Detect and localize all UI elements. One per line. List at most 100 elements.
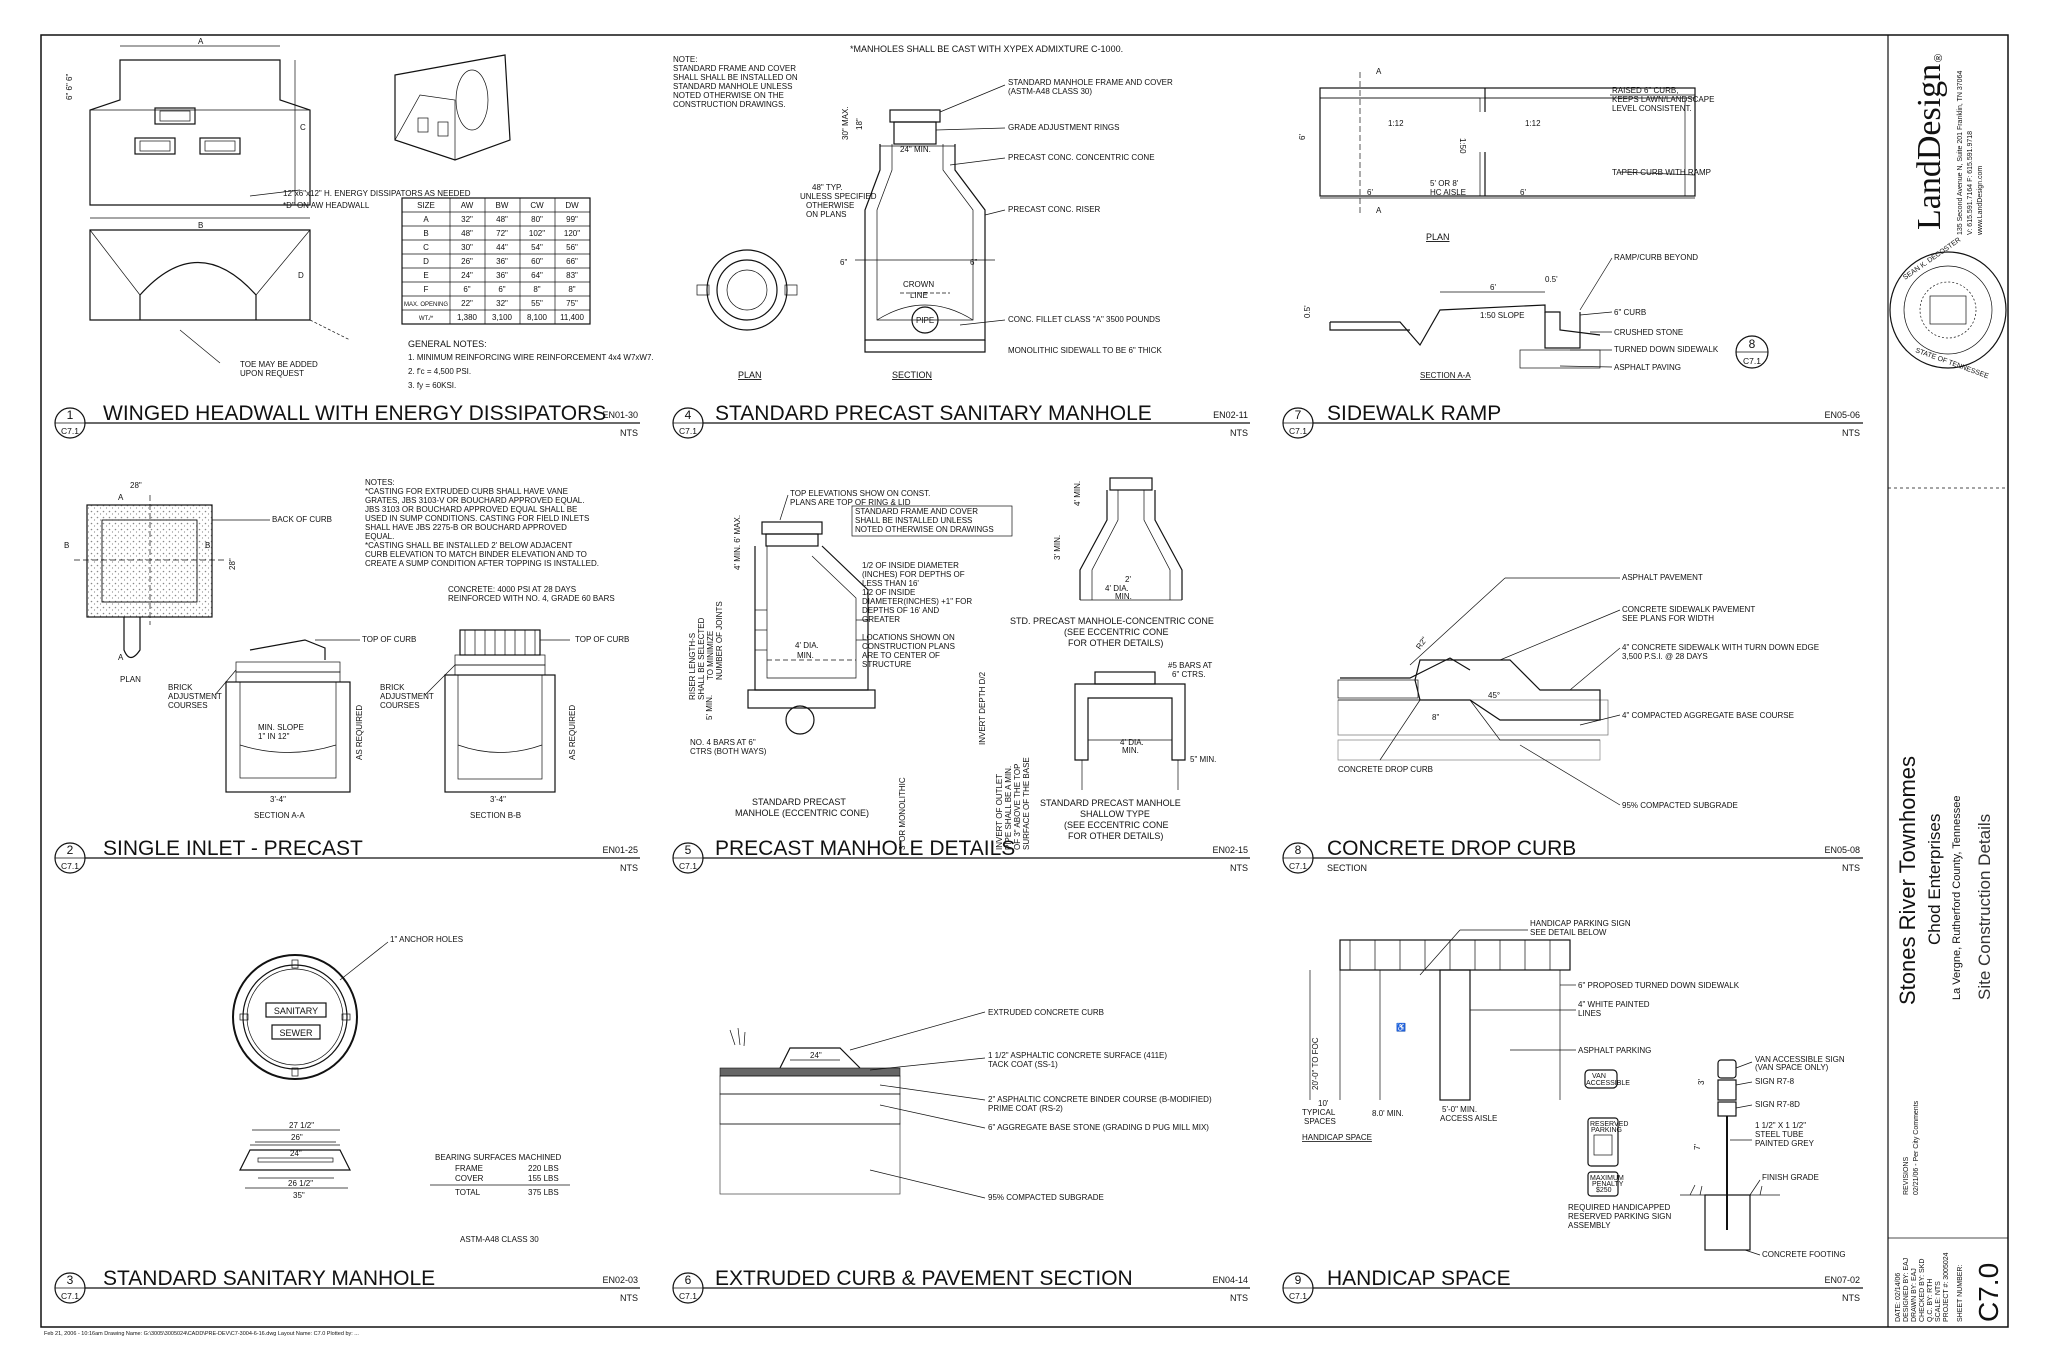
- inside-note: 1/2 OF INSIDE DIAMETER: [862, 561, 959, 570]
- typical-label: SPACES: [1304, 1117, 1336, 1126]
- table-cell: 66": [566, 257, 578, 266]
- table-cell: 36": [496, 257, 508, 266]
- table-cell: 72": [496, 229, 508, 238]
- detail-number: 6: [685, 1273, 692, 1287]
- sheet-number-label: SHEET NUMBER:: [1957, 1265, 1964, 1322]
- sheet-number: C7.0: [1973, 1263, 2004, 1322]
- shallow-label: (SEE ECCENTRIC CONE: [1064, 820, 1169, 830]
- svg-text:6': 6': [1298, 134, 1307, 140]
- min8-label: 8.0' MIN.: [1372, 1109, 1404, 1118]
- invert-outlet: OF 3" ABOVE THE TOP: [1013, 764, 1022, 850]
- van-sign: VAN: [1592, 1073, 1606, 1080]
- frame-box: SHALL BE INSTALLED UNLESS: [855, 516, 972, 525]
- svg-text:30" MAX.: 30" MAX.: [841, 106, 850, 140]
- table-cell: 32": [496, 299, 508, 308]
- detail-title: STANDARD PRECAST SANITARY MANHOLE: [715, 402, 1152, 425]
- hc-label: VAN ACCESSIBLE SIGN: [1755, 1055, 1845, 1064]
- svg-text:6': 6': [1367, 188, 1373, 197]
- table-cell: WT./*: [419, 316, 434, 322]
- hc-label: ASSEMBLY: [1568, 1221, 1611, 1230]
- svg-text:6': 6': [1490, 283, 1496, 292]
- brick-label: BRICK: [380, 683, 405, 692]
- typ-label: OTHERWISE: [806, 201, 854, 210]
- svg-text:A: A: [1376, 206, 1382, 215]
- table-cell: C: [423, 243, 429, 252]
- meta: Q.C. BY: RTH: [1927, 1279, 1934, 1322]
- detail-scale: NTS: [1230, 863, 1248, 873]
- post-height: 7': [1693, 1144, 1702, 1150]
- top-of-curb-b: TOP OF CURB: [575, 635, 629, 644]
- table-cell: D: [423, 257, 429, 266]
- hc-space-label: HANDICAP SPACE: [1302, 1133, 1372, 1142]
- brick-label: ADJUSTMENT: [168, 692, 222, 701]
- plan-label: PLAN: [1426, 232, 1450, 242]
- ramp-label: KEEPS LAWN/LANDSCAPE: [1612, 95, 1714, 104]
- as-required-b: AS REQUIRED: [568, 705, 577, 760]
- bars-label: NO. 4 BARS AT 6": [690, 738, 756, 747]
- plot-footer: Feb 21, 2006 - 10:16am Drawing Name: G:\…: [44, 1331, 359, 1337]
- svg-text:0.5': 0.5': [1303, 305, 1312, 318]
- van-sign-2: ACCESSIBLE: [1586, 1080, 1630, 1087]
- bubble-number: 8: [1749, 337, 1756, 351]
- bearing-value: 155 LBS: [528, 1174, 559, 1183]
- manhole-label: (ASTM-A48 CLASS 30): [1008, 87, 1092, 96]
- svg-text:D: D: [298, 271, 304, 280]
- table-cell: 3,100: [492, 313, 513, 322]
- typ-label: 48" TYP.: [812, 183, 843, 192]
- dim-2: 2': [1125, 575, 1131, 584]
- std-conc-label: FOR OTHER DETAILS): [1068, 638, 1163, 648]
- manhole-label: CONC. FILLET CLASS "A" 3500 POUNDS: [1008, 315, 1160, 324]
- table-cell: E: [423, 271, 428, 280]
- table-cell: 22": [461, 299, 473, 308]
- detail-3-drawing: SANITARY SEWER 1" ANCHOR HOLES 27 1/2" 2…: [232, 935, 570, 1244]
- dim: 27 1/2": [289, 1121, 314, 1130]
- detail-code: EN05-08: [1824, 845, 1860, 855]
- bearing-item: TOTAL: [455, 1188, 481, 1197]
- riser-note: NUMBER OF JOINTS: [715, 601, 724, 680]
- invert-depth: INVERT DEPTH D/2: [978, 671, 987, 745]
- table-cell: 48": [496, 215, 508, 224]
- invert-outlet: PIPE SHALL BE A MIN.: [1004, 766, 1013, 850]
- detail-number: 1: [67, 408, 74, 422]
- detail-title-3: 3 C7.1 STANDARD SANITARY MANHOLE EN02-03…: [54, 1267, 640, 1304]
- engineer-seal: SEAN K. DECOSTER STATE OF TENNESSEE: [1889, 237, 2007, 380]
- detail-number: 4: [685, 408, 692, 422]
- firm-logo: LandDesign: [1911, 64, 1948, 230]
- locations-note: ARE TO CENTER OF: [862, 651, 940, 660]
- svg-text:28": 28": [228, 558, 237, 570]
- curb-label: CONCRETE SIDEWALK PAVEMENT: [1622, 605, 1755, 614]
- detail-scale: NTS: [620, 428, 638, 438]
- inlet-note: GRATES, JBS 3103-V OR BOUCHARD APPROVED …: [365, 496, 584, 505]
- table-cell: B: [423, 229, 428, 238]
- sheet-border: [40, 34, 2009, 1328]
- ratio-label: 1:12: [1525, 119, 1541, 128]
- detail-number: 2: [67, 843, 74, 857]
- table-cell: 44": [496, 243, 508, 252]
- inlet-width-b: 3'-4": [490, 795, 506, 804]
- riser-note: TO MINIMIZE: [706, 631, 715, 680]
- inlet-dim: 28": [130, 481, 142, 490]
- dim-4: 4' MIN.: [1073, 481, 1082, 506]
- ramp-label: TAPER CURB WITH RAMP: [1612, 168, 1711, 177]
- detail-number: 9: [1295, 1273, 1302, 1287]
- pavement-label: 95% COMPACTED SUBGRADE: [988, 1193, 1104, 1202]
- crown-label-2: LINE: [910, 291, 928, 300]
- detail-title: PRECAST MANHOLE DETAILS: [715, 837, 1015, 860]
- curb-label: 4" COMPACTED AGGREGATE BASE COURSE: [1622, 711, 1794, 720]
- svg-text:B: B: [64, 541, 69, 550]
- inlet-note: NOTES:: [365, 478, 395, 487]
- detail-code: EN02-11: [1213, 410, 1248, 420]
- detail-title: CONCRETE DROP CURB: [1327, 837, 1576, 860]
- locations-note: CONSTRUCTION PLANS: [862, 642, 955, 651]
- callout-toe-2: UPON REQUEST: [240, 369, 304, 378]
- ramp-label: TURNED DOWN SIDEWALK: [1614, 345, 1719, 354]
- inside-note: 1/2 OF INSIDE: [862, 588, 915, 597]
- meta: DATE: 02/14/06: [1895, 1273, 1902, 1322]
- r-label: R2": [1414, 635, 1429, 651]
- detail-scale: NTS: [620, 1293, 638, 1303]
- inlet-note: USED IN SUMP CONDITIONS. CASTING FOR FIE…: [365, 514, 589, 523]
- typical-label: 10': [1318, 1099, 1329, 1108]
- std-ecc-label: STANDARD PRECAST: [752, 797, 846, 807]
- typ-label: ON PLANS: [806, 210, 846, 219]
